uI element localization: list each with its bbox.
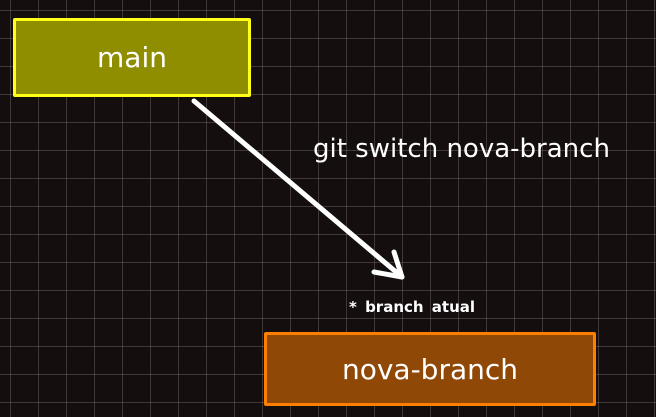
switch-arrow-shaft: [191, 98, 405, 280]
branch-node-nova-branch: nova-branch: [264, 332, 596, 406]
branch-node-nova-branch-label: nova-branch: [341, 352, 519, 386]
switch-arrow-head: [371, 249, 405, 280]
branch-node-main-label: main: [97, 41, 167, 74]
current-branch-annotation: * branch atual: [349, 298, 476, 316]
edge-command-label: git switch nova-branch: [313, 134, 610, 164]
branch-node-main: main: [13, 18, 251, 97]
